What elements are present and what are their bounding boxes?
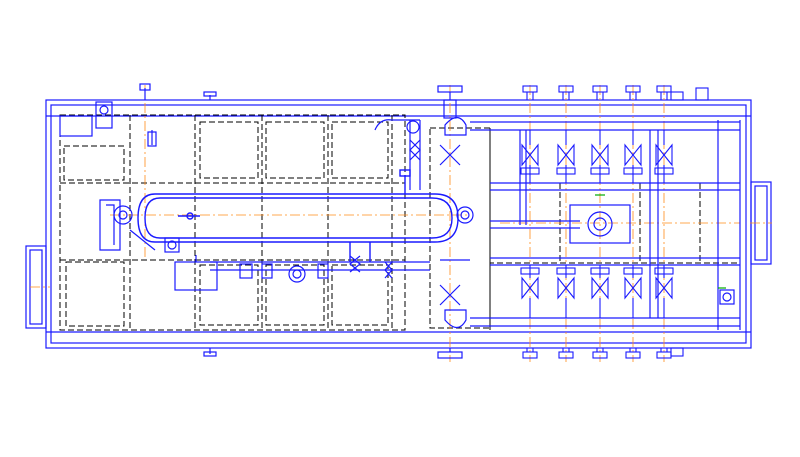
gate-valve-lower <box>557 276 575 300</box>
valve-flange-bottom <box>558 351 574 359</box>
valve-flange-top <box>592 85 608 93</box>
gate-valve-lower <box>591 276 609 300</box>
valve-flange-top <box>558 85 574 93</box>
skid-frame <box>25 99 772 349</box>
piping-network <box>59 83 741 359</box>
centerlines <box>30 85 772 362</box>
gate-valve-upper <box>624 143 642 167</box>
gate-valve-lower <box>521 276 539 300</box>
gate-valve-lower <box>624 276 642 300</box>
gate-valve-upper <box>591 143 609 167</box>
gate-valve-lower <box>655 276 673 300</box>
gate-valve-upper <box>655 143 673 167</box>
valve-flange-top <box>625 85 641 93</box>
valve-flange-bottom <box>522 351 538 359</box>
gate-valve-upper <box>521 143 539 167</box>
green-markers <box>595 194 726 289</box>
valve-flange-top <box>656 85 672 93</box>
valve-flange-top <box>522 85 538 93</box>
valve-manifold-rows <box>520 85 709 359</box>
gate-valve-upper <box>557 143 575 167</box>
foundation-grid-dashed <box>59 114 741 331</box>
valve-flange-bottom <box>625 351 641 359</box>
valve-flange-bottom <box>592 351 608 359</box>
